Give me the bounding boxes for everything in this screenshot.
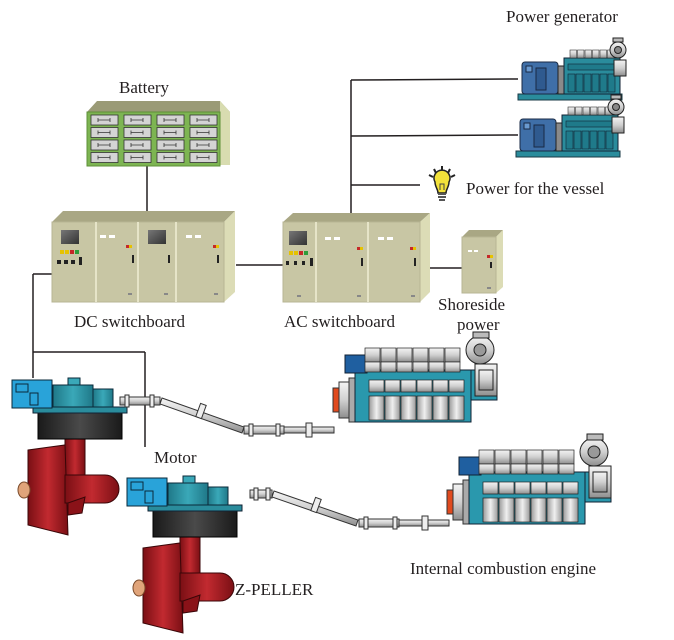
propeller-cap [132,579,146,597]
power-generator-label: Power generator [506,7,618,26]
internal-combustion-engine-label: Internal combustion engine [410,559,597,578]
shoreside-power-label-line2: power [457,315,500,334]
thruster-leg [64,434,86,476]
internal-combustion-engine-icon [332,331,498,423]
ac-switchboard-label: AC switchboard [284,312,395,331]
thruster-nozzle [142,542,184,634]
propeller-cap [17,481,31,499]
thruster-nozzle [27,444,69,536]
power-for-vessel-label: Power for the vessel [466,179,605,198]
dc-switchboard-icon [51,211,235,303]
motor-label: Motor [154,448,197,467]
shoreside-power-label-line1: Shoreside [438,295,506,314]
ac-switchboard-icon [282,213,430,303]
thruster-leg [179,532,201,574]
thruster-hub [64,474,120,504]
lightbulb-icon [428,166,456,201]
diesel-generator-icon [515,94,625,158]
shore-power-cabinet-icon [461,230,503,294]
engine-coupling [332,387,340,413]
battery-label: Battery [119,78,170,97]
z-peller-thruster-icon [126,475,243,634]
diesel-generator-icon [517,37,627,101]
electric-motor-icon [11,379,53,409]
generator-base [515,150,621,158]
thruster-housing [152,508,238,538]
z-peller-thruster-icon [11,377,128,536]
electric-motor-icon [126,477,168,507]
drive-shaft-icon [119,394,450,531]
thruster-hub [179,572,235,602]
wiring [32,78,519,447]
z-peller-label: Z-PELLER [235,580,314,599]
wire-gen1 [350,78,519,81]
dc-switchboard-label: DC switchboard [74,312,185,331]
wire-gen2 [350,134,519,137]
internal-combustion-engine-icon [446,433,612,525]
battery-bank-icon [86,101,230,167]
engine-coupling [446,489,454,515]
thruster-housing [37,410,123,440]
generator-base [517,93,623,101]
